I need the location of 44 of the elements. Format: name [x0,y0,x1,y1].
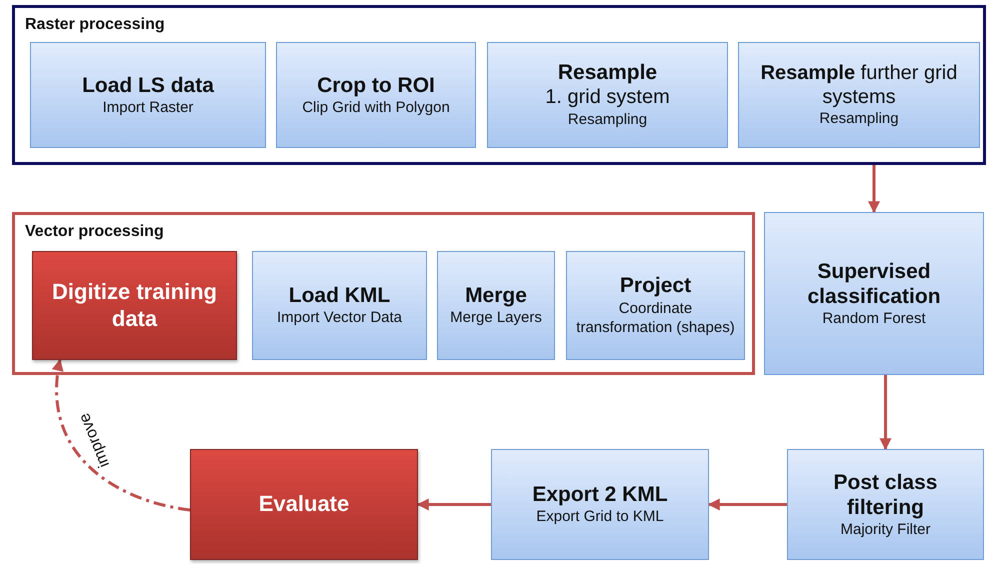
box-title: Resample [558,60,658,86]
process-box [437,251,555,360]
arrow [868,165,880,214]
box-text: 1. grid system [545,85,670,110]
process-box [566,251,745,360]
action-box [190,449,418,560]
group-frame [12,212,755,375]
box-title: Project [620,273,692,299]
arrow [416,498,491,510]
box-subtitle: Random Forest [822,308,926,328]
box-title: Supervised classification [806,258,942,309]
box-subtitle: Resampling [819,109,899,129]
box-subtitle: Resampling [568,110,648,130]
process-box [787,449,984,560]
box-subtitle: Import Vector Data [276,308,402,328]
box-title: Export 2 KML [532,482,668,508]
box-subtitle: Export Grid to KML [536,507,664,527]
box-title: Digitize training data [51,279,218,332]
group-title: Raster processing [25,16,165,34]
box-subtitle: Import Raster [102,98,194,118]
process-box [30,42,266,148]
arrow [880,375,892,450]
box-subtitle: Majority Filter [840,520,930,540]
box-title: Evaluate [258,491,350,518]
process-box [764,212,984,375]
process-box [487,42,728,148]
group-title: Vector processing [25,223,164,241]
box-title: Load LS data [82,72,214,98]
box-subtitle: Coordinate transformation (shapes) [575,298,736,338]
process-box [491,449,709,560]
box-title: Post class filtering [832,470,938,520]
arrow [708,498,787,510]
box-title: Load KML [288,283,390,308]
arrow [52,358,190,512]
box-title: Resample further grid systems [760,61,958,110]
process-box [738,42,980,148]
box-title: Merge [465,283,527,308]
box-title: Crop to ROI [317,72,435,98]
box-subtitle: Merge Layers [450,308,542,328]
process-box [276,42,476,148]
action-box [32,251,237,360]
group-frame [12,5,986,165]
box-subtitle: Clip Grid with Polygon [302,98,450,118]
process-box [252,251,427,360]
